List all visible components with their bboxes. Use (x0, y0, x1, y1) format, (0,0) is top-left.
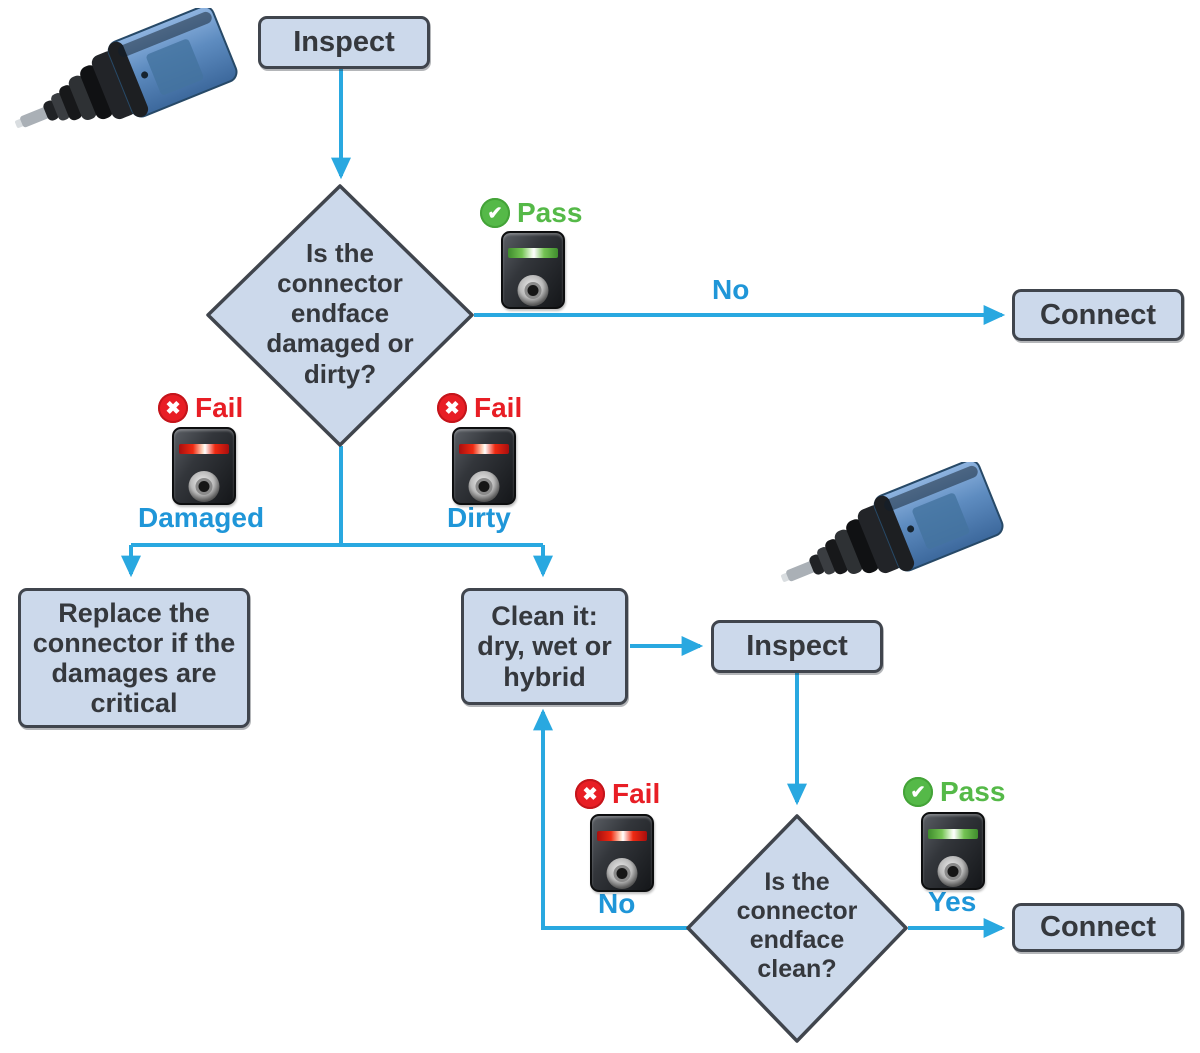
check-circle-icon: ✔ (480, 198, 510, 228)
fail-status-stripe (597, 831, 647, 841)
node-label: Connect (1040, 911, 1156, 944)
node-connect-top: Connect (1012, 289, 1184, 341)
fiber-inspection-probe-image (15, 8, 238, 128)
node-inspect-after-clean: Inspect (711, 620, 883, 673)
fail-badge: ✖ Fail (437, 392, 522, 424)
decision-clean-diamond (686, 814, 908, 1043)
check-circle-icon: ✔ (903, 777, 933, 807)
x-circle-icon: ✖ (437, 393, 467, 423)
pass-badge: ✔ Pass (903, 776, 1005, 808)
lens-icon (517, 275, 549, 306)
decision-damaged-dirty-label: Is the connector endface damaged or dirt… (266, 238, 414, 389)
fail-label: Fail (195, 392, 244, 423)
probe-display-fail-no (590, 814, 654, 892)
pass-status-stripe (508, 248, 558, 258)
split-line-damaged-dirty (131, 446, 543, 547)
lens-icon (606, 858, 638, 889)
fail-status-stripe (179, 444, 229, 454)
pass-badge: ✔ Pass (480, 197, 582, 229)
node-label: Connect (1040, 298, 1156, 331)
node-inspect-top: Inspect (258, 16, 430, 69)
node-label: Inspect (746, 630, 848, 663)
edge-label-no-loop: No (598, 888, 636, 919)
fail-badge: ✖ Fail (158, 392, 243, 424)
fiber-inspection-probe-image (781, 462, 1004, 582)
pass-label: Pass (940, 776, 1006, 807)
lens-icon (188, 471, 220, 502)
fail-label: Fail (474, 392, 523, 423)
probe-display-pass-yes (921, 812, 985, 890)
fail-status-stripe (459, 444, 509, 454)
probe-display-pass (501, 231, 565, 309)
x-circle-icon: ✖ (158, 393, 188, 423)
lens-icon (468, 471, 500, 502)
probe-display-fail-dirty (452, 427, 516, 505)
edge-label-no-top: No (712, 274, 750, 305)
probe-display-fail-damaged (172, 427, 236, 505)
node-connect-bottom: Connect (1012, 903, 1184, 952)
decision-clean-label: Is the connector endface clean? (736, 868, 858, 983)
edge-label-yes: Yes (928, 886, 977, 917)
pass-label: Pass (517, 197, 583, 228)
edge-label-damaged: Damaged (138, 502, 265, 533)
edge-label-dirty: Dirty (447, 502, 511, 533)
node-replace-connector: Replace the connector if the damages are… (18, 588, 250, 728)
node-label: Clean it: dry, wet or hybrid (477, 601, 612, 692)
x-circle-icon: ✖ (575, 779, 605, 809)
node-label: Inspect (293, 26, 395, 59)
node-clean-it: Clean it: dry, wet or hybrid (461, 588, 628, 705)
fail-badge: ✖ Fail (575, 778, 660, 810)
fail-label: Fail (612, 778, 661, 809)
arrow-no-loop-to-clean (533, 708, 688, 930)
lens-icon (937, 856, 969, 887)
pass-status-stripe (928, 829, 978, 839)
node-label: Replace the connector if the damages are… (32, 597, 236, 719)
decision-damaged-dirty-diamond (206, 184, 474, 447)
